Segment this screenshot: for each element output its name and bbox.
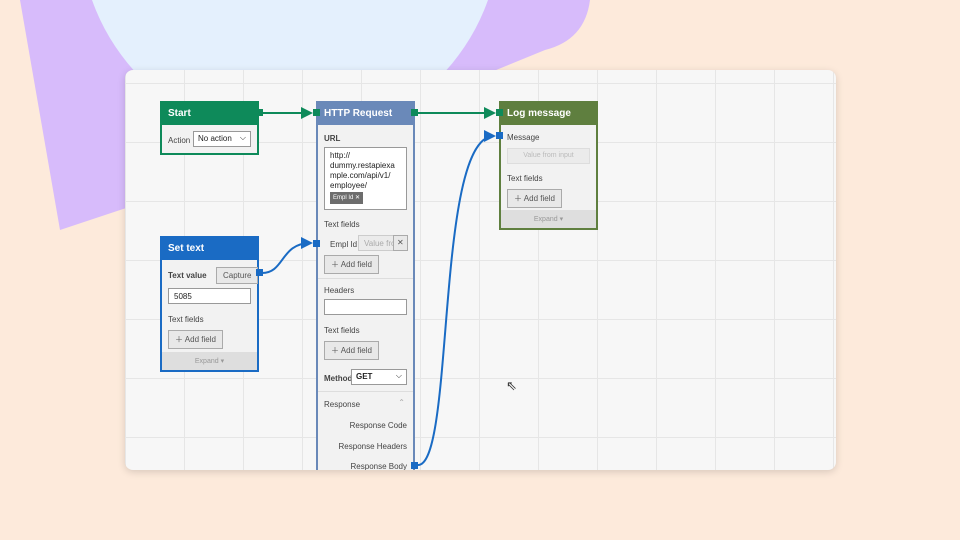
text-value-input[interactable]: 5085 [168, 288, 251, 304]
message-input[interactable]: Value from input [507, 148, 590, 164]
url-value: http:// dummy.restapiexample.com/api/v1/… [330, 151, 395, 190]
capture-button[interactable]: Capture [216, 267, 259, 284]
message-label: Message [507, 133, 540, 142]
response-code: Response Code [349, 421, 407, 430]
divider [318, 391, 413, 392]
field-value-input[interactable]: Value from [358, 235, 394, 251]
text-fields-label-2: Text fields [324, 326, 360, 335]
expand-button[interactable]: Expand ▾ [162, 352, 257, 370]
http-output-port[interactable] [411, 109, 418, 116]
message-input-port[interactable] [496, 132, 503, 139]
log-title: Log message [501, 103, 596, 125]
response-headers: Response Headers [338, 442, 407, 451]
url-input[interactable]: http:// dummy.restapiexample.com/api/v1/… [324, 147, 407, 210]
text-fields-label: Text fields [324, 220, 360, 229]
response-body: Response Body [350, 462, 407, 470]
chevron-down-icon: ⌵ [395, 371, 402, 380]
response-body-port[interactable] [411, 462, 418, 469]
start-title: Start [162, 103, 257, 125]
action-label: Action [168, 136, 191, 145]
add-field-button[interactable]: ＋ Add field [324, 255, 379, 274]
url-chip-label: Empl Id [333, 195, 354, 201]
http-input-port[interactable] [313, 109, 320, 116]
chevron-down-icon: ⌵ [239, 133, 246, 142]
empl-id-input-port[interactable] [313, 240, 320, 247]
add-field-button[interactable]: ＋ Add field [507, 189, 562, 208]
method-value: GET [356, 372, 373, 381]
settext-output-port[interactable] [256, 269, 263, 276]
expand-button[interactable]: Expand ▾ [501, 210, 596, 228]
action-select[interactable]: No action ⌵ [193, 131, 251, 147]
add-field-button[interactable]: ＋ Add field [168, 330, 223, 349]
wire-body-log [417, 130, 496, 466]
text-value-label: Text value [168, 271, 207, 280]
workflow-canvas[interactable]: Start Action No action ⌵ HTTP Request URL… [125, 70, 836, 470]
action-value: No action [198, 134, 232, 143]
url-label: URL [324, 134, 341, 143]
add-field-label: Add field [340, 346, 372, 355]
wire-settext-http [261, 237, 313, 274]
headers-label: Headers [324, 286, 355, 295]
chevron-up-icon[interactable]: ⌃ [398, 398, 405, 407]
text-fields-label: Text fields [507, 174, 543, 183]
start-output-port[interactable] [256, 109, 263, 116]
method-select[interactable]: GET ⌵ [351, 369, 407, 385]
divider [318, 278, 413, 279]
log-input-port[interactable] [496, 109, 503, 116]
log-message-node[interactable]: Log message Message Value from input Tex… [499, 101, 598, 230]
field-name: Empl Id [330, 240, 358, 249]
remove-field-icon[interactable]: ✕ [393, 235, 408, 251]
http-request-node[interactable]: HTTP Request URL http:// dummy.restapiex… [316, 101, 415, 470]
settext-title: Set text [162, 238, 257, 260]
method-label: Method [324, 374, 353, 383]
add-field-button-2[interactable]: ＋ Add field [324, 341, 379, 360]
response-label[interactable]: Response [324, 400, 361, 409]
headers-input[interactable] [324, 299, 407, 315]
add-field-label: Add field [340, 260, 372, 269]
start-node[interactable]: Start Action No action ⌵ [160, 101, 259, 155]
mouse-cursor-icon: ⇖ [506, 378, 517, 393]
add-field-label: Add field [523, 194, 555, 203]
text-fields-label: Text fields [168, 315, 204, 324]
url-chip[interactable]: Empl Id ✕ [330, 192, 364, 204]
set-text-node[interactable]: Set text Text value Capture 5085 Text fi… [160, 236, 259, 372]
add-field-label: Add field [184, 335, 216, 344]
http-title: HTTP Request [318, 103, 413, 125]
